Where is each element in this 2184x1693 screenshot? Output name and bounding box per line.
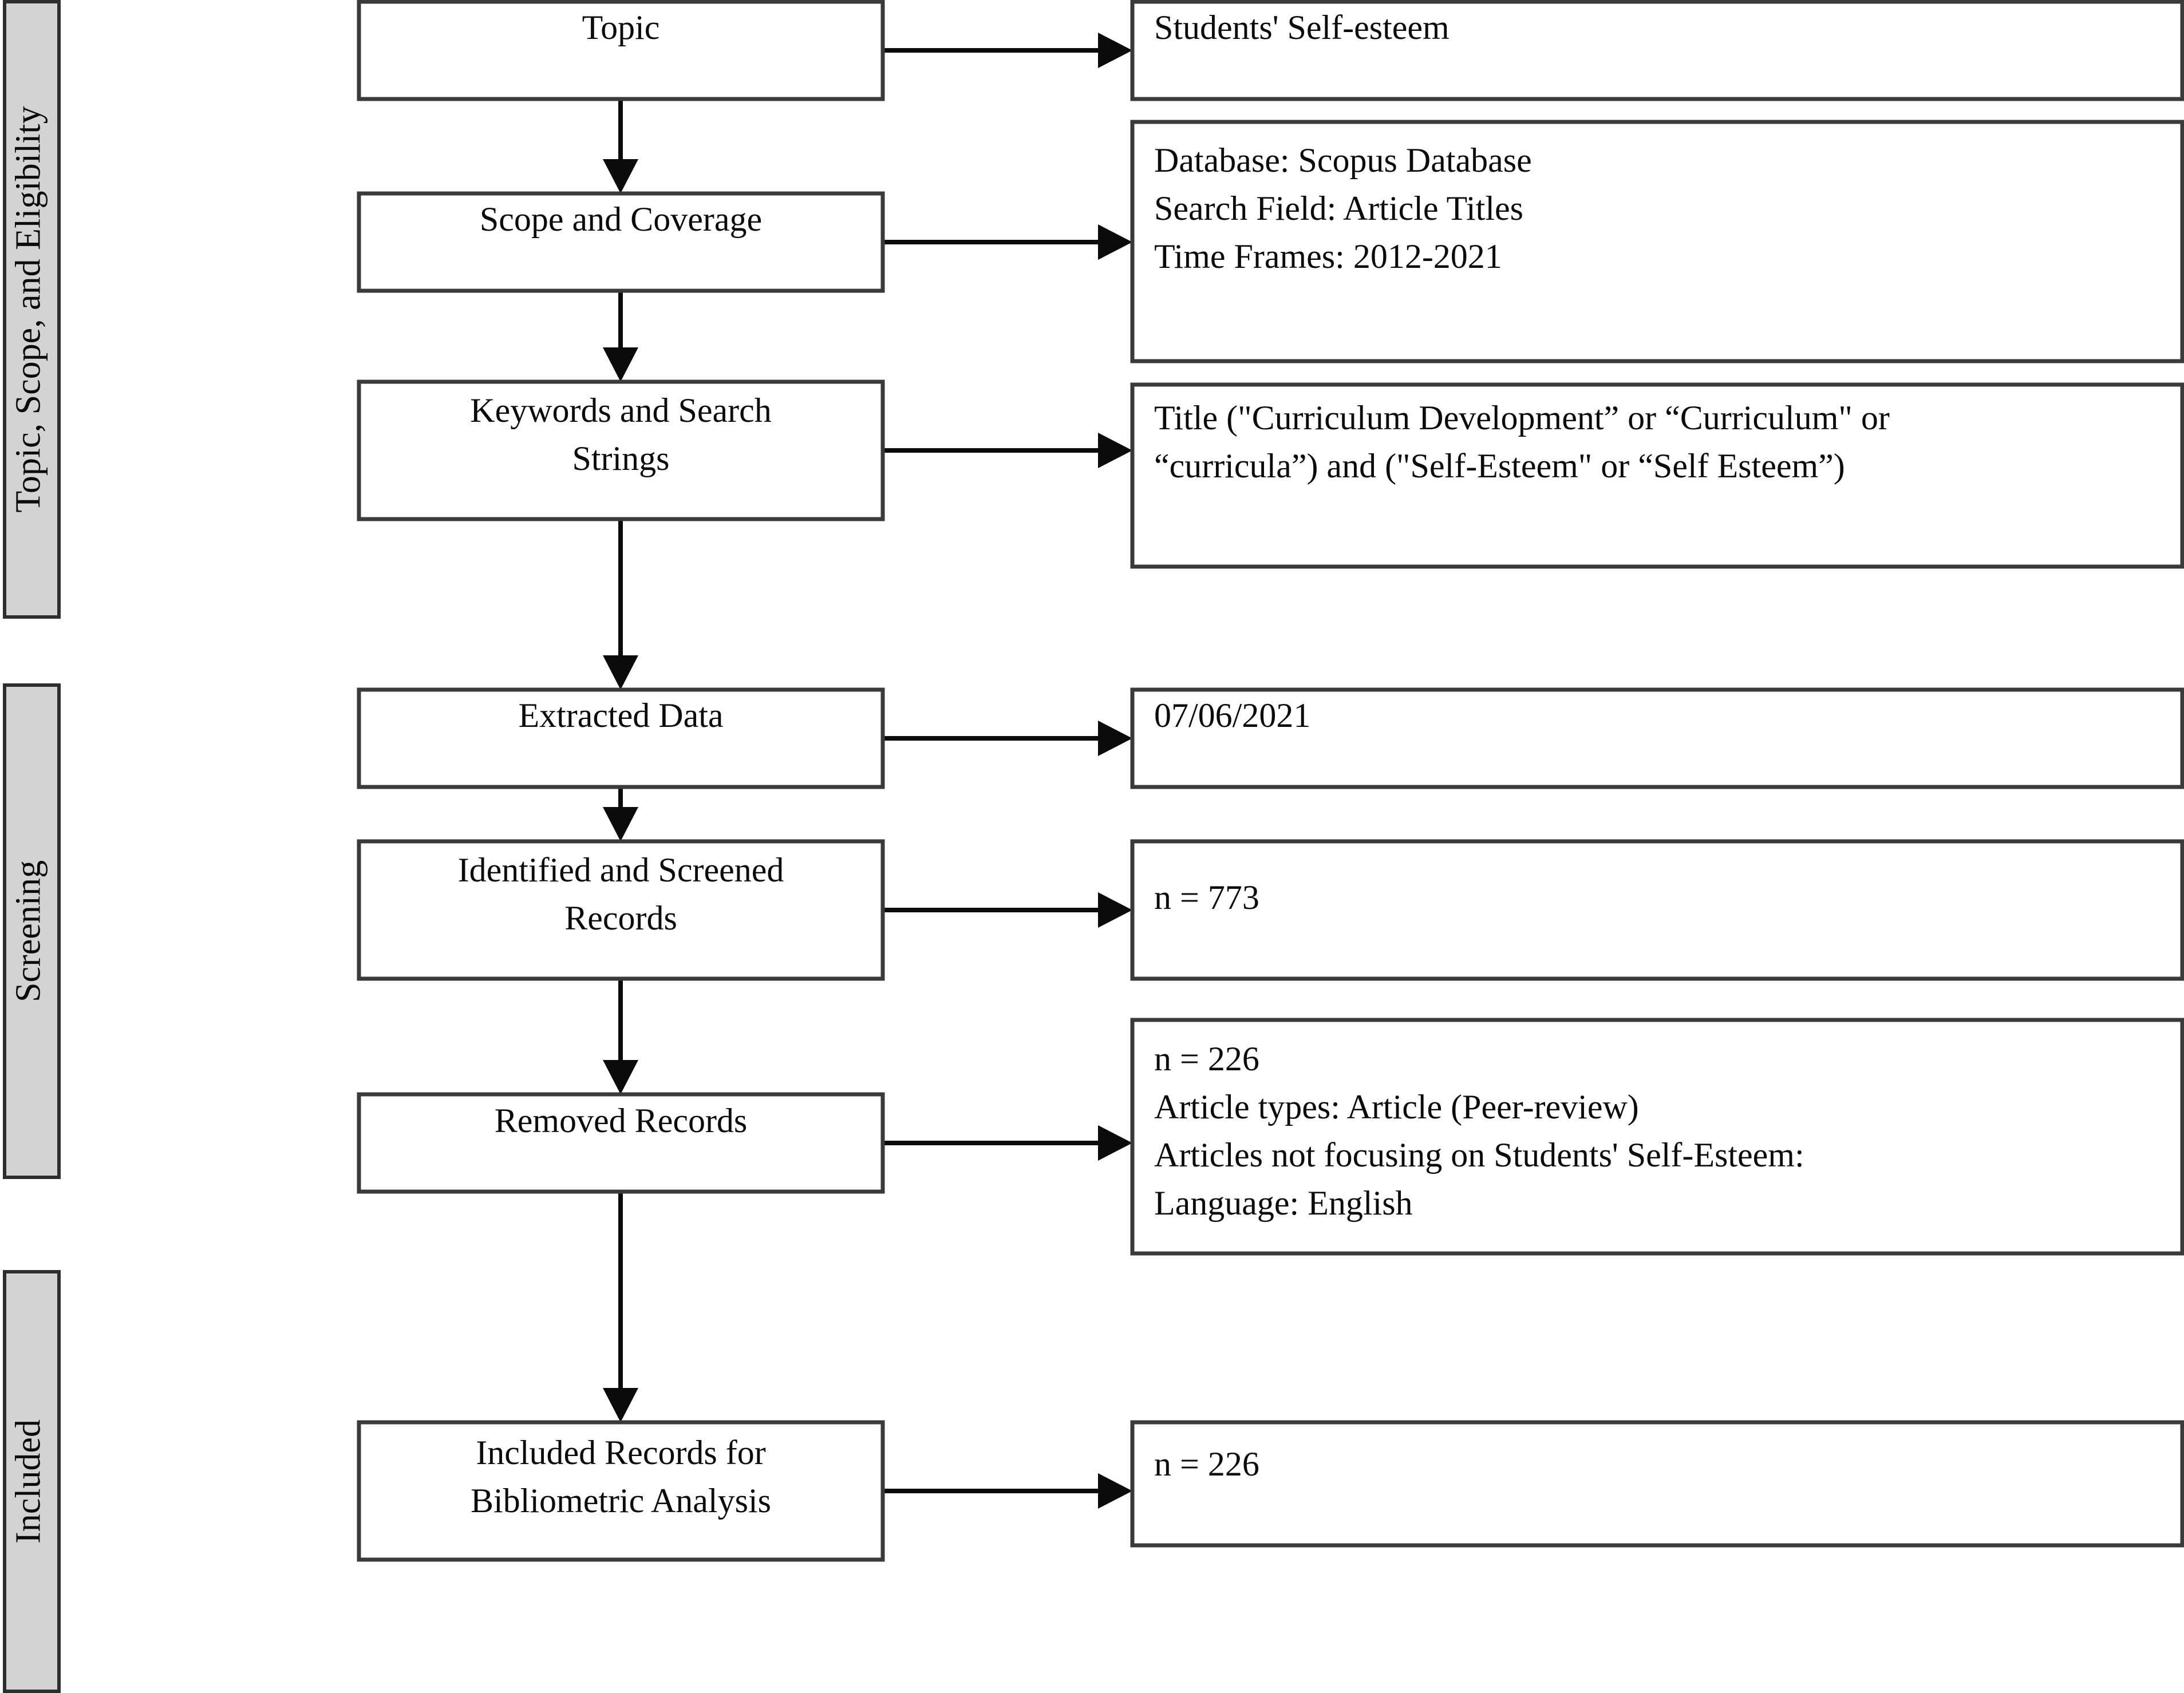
conn-included-to-detail xyxy=(883,1473,1132,1509)
conn-identified-to-removed xyxy=(603,979,638,1094)
conn-identified-to-removed-arrowhead-icon xyxy=(603,1060,638,1094)
conn-removed-to-included xyxy=(603,1192,638,1422)
node-scope-detail-box xyxy=(1130,120,2184,363)
conn-scope-to-detail xyxy=(883,224,1132,260)
node-identified-and-screened-records-line-1: Records xyxy=(564,899,677,937)
conn-removed-to-detail xyxy=(883,1125,1132,1161)
node-removed-detail-box xyxy=(1130,1018,2184,1256)
node-keywords-and-search-strings-box xyxy=(357,379,885,521)
conn-included-to-detail-arrowhead-icon xyxy=(1098,1473,1132,1509)
conn-topic-to-detail xyxy=(883,33,1132,68)
conn-scope-to-keywords xyxy=(603,291,638,382)
node-topic-detail: Students' Self-esteem xyxy=(1130,0,2184,101)
node-keywords-and-search-strings-line-0: Keywords and Search xyxy=(470,391,772,429)
band-included-label: Included xyxy=(9,1419,48,1544)
node-scope-detail-line-0: Database: Scopus Database xyxy=(1154,141,1532,179)
node-keywords-and-search-strings-line-1: Strings xyxy=(572,440,669,477)
conn-extracted-to-identified-arrowhead-icon xyxy=(603,807,638,841)
node-keywords-detail-line-0: Title ("Curriculum Development” or “Curr… xyxy=(1154,399,1890,437)
node-topic-detail-box xyxy=(1130,0,2184,101)
connector-layer xyxy=(603,33,1132,1509)
conn-identified-to-detail-arrowhead-icon xyxy=(1098,892,1132,928)
conn-topic-to-detail-arrowhead-icon xyxy=(1098,33,1132,68)
band-topic-scope-eligibility-label: Topic, Scope, and Eligibility xyxy=(9,106,48,512)
node-scope-and-coverage-box xyxy=(357,191,885,293)
node-removed-records: Removed Records xyxy=(357,1092,885,1194)
node-removed-detail-line-3: Language: English xyxy=(1154,1184,1413,1222)
conn-scope-to-keywords-arrowhead-icon xyxy=(603,347,638,382)
node-extracted-data-detail: 07/06/2021 xyxy=(1130,687,2184,789)
node-removed-detail-line-0: n = 226 xyxy=(1154,1040,1259,1078)
node-included-records-for-bibliometric-analysis-box xyxy=(357,1420,885,1562)
node-topic-box xyxy=(357,0,885,101)
conn-topic-to-scope xyxy=(603,99,638,193)
node-scope-detail-line-2: Time Frames: 2012-2021 xyxy=(1154,238,1502,275)
node-removed-records-box xyxy=(357,1092,885,1194)
node-extracted-data-box xyxy=(357,687,885,789)
node-identified-and-screened-records-box xyxy=(357,839,885,981)
conn-keywords-to-extracted xyxy=(603,519,638,690)
conn-extracted-to-detail-arrowhead-icon xyxy=(1098,721,1132,756)
node-included-records-for-bibliometric-analysis-line-1: Bibliometric Analysis xyxy=(471,1482,771,1520)
band-screening: Screening xyxy=(3,683,61,1179)
conn-extracted-to-detail xyxy=(883,721,1132,756)
node-included-records-for-bibliometric-analysis-line-0: Included Records for xyxy=(476,1434,766,1472)
node-extracted-data-detail-box xyxy=(1130,687,2184,789)
conn-identified-to-detail xyxy=(883,892,1132,928)
band-included: Included xyxy=(3,1270,61,1693)
node-extracted-data-line-0: Extracted Data xyxy=(518,697,723,734)
node-included-detail: n = 226 xyxy=(1130,1420,2184,1548)
node-included-detail-line-0: n = 226 xyxy=(1154,1445,1259,1483)
node-removed-detail-line-2: Articles not focusing on Students' Self-… xyxy=(1154,1136,1804,1174)
node-keywords-detail: Title ("Curriculum Development” or “Curr… xyxy=(1130,382,2184,569)
band-included-rect xyxy=(3,1270,61,1693)
node-topic: Topic xyxy=(357,0,885,101)
node-identified-detail-box xyxy=(1130,839,2184,981)
node-scope-detail-line-1: Search Field: Article Titles xyxy=(1154,189,1523,227)
conn-scope-to-detail-arrowhead-icon xyxy=(1098,224,1132,260)
conn-keywords-to-detail xyxy=(883,433,1132,468)
node-included-detail-box xyxy=(1130,1420,2184,1548)
stage-band-layer: Topic, Scope, and EligibilityScreeningIn… xyxy=(3,0,61,1693)
conn-keywords-to-extracted-arrowhead-icon xyxy=(603,655,638,690)
node-scope-and-coverage-line-0: Scope and Coverage xyxy=(480,200,762,238)
node-removed-records-line-0: Removed Records xyxy=(495,1102,748,1140)
band-screening-label: Screening xyxy=(9,860,48,1002)
conn-removed-to-detail-arrowhead-icon xyxy=(1098,1125,1132,1161)
conn-topic-to-scope-arrowhead-icon xyxy=(603,159,638,193)
band-topic-scope-eligibility-rect xyxy=(3,0,61,619)
node-identified-and-screened-records-line-0: Identified and Screened xyxy=(458,851,784,889)
node-keywords-detail-box xyxy=(1130,382,2184,569)
conn-removed-to-included-arrowhead-icon xyxy=(603,1388,638,1422)
conn-extracted-to-identified xyxy=(603,787,638,841)
node-extracted-data: Extracted Data xyxy=(357,687,885,789)
node-identified-detail: n = 773 xyxy=(1130,839,2184,981)
node-scope-and-coverage: Scope and Coverage xyxy=(357,191,885,293)
node-topic-line-0: Topic xyxy=(582,9,660,46)
band-screening-rect xyxy=(3,683,61,1179)
node-keywords-detail-line-1: “curricula”) and ("Self-Esteem" or “Self… xyxy=(1154,447,1845,485)
conn-keywords-to-detail-arrowhead-icon xyxy=(1098,433,1132,468)
band-topic-scope-eligibility: Topic, Scope, and Eligibility xyxy=(3,0,61,619)
node-extracted-data-detail-line-0: 07/06/2021 xyxy=(1154,697,1310,734)
node-identified-detail-line-0: n = 773 xyxy=(1154,879,1259,916)
node-removed-detail-line-1: Article types: Article (Peer-review) xyxy=(1154,1088,1639,1126)
node-topic-detail-line-0: Students' Self-esteem xyxy=(1154,9,1450,46)
